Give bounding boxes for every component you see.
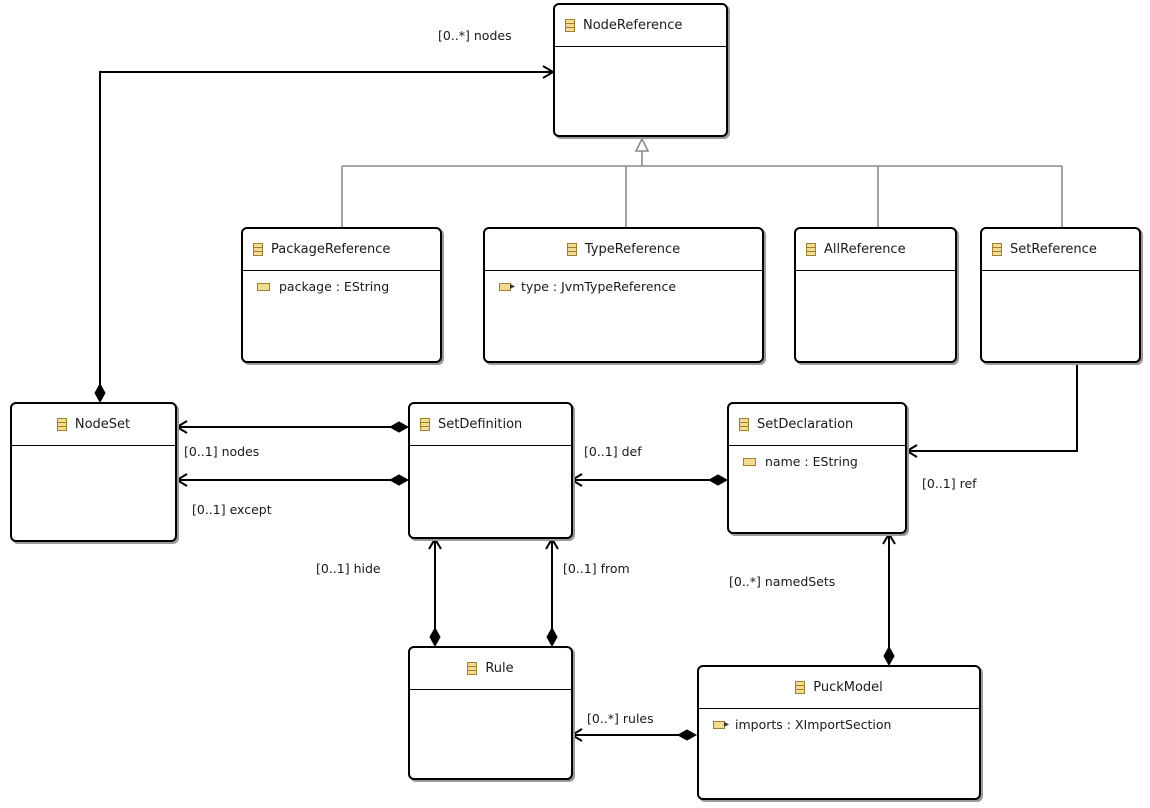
label-rules: [0..*] rules	[587, 711, 654, 726]
class-name: SetDefinition	[438, 417, 523, 432]
label-hide: [0..1] hide	[316, 561, 381, 576]
eclass-icon	[795, 681, 806, 694]
reference-label: imports : XImportSection	[735, 717, 892, 732]
class-name: SetReference	[1010, 242, 1097, 257]
class-name: PuckModel	[813, 680, 883, 695]
composition-diamond-rules	[676, 729, 698, 741]
class-type-reference[interactable]: TypeReference ▸ type : JvmTypeReference	[483, 227, 764, 363]
label-except: [0..1] except	[192, 502, 272, 517]
composition-diamond-def	[707, 474, 729, 486]
arrowhead-from	[545, 537, 559, 550]
class-set-reference[interactable]: SetReference	[980, 227, 1141, 363]
arrowhead-hide	[428, 537, 442, 550]
class-header: SetReference	[982, 229, 1139, 271]
class-name: SetDeclaration	[757, 417, 854, 432]
class-node-set[interactable]: NodeSet	[10, 402, 177, 542]
class-all-reference[interactable]: AllReference	[794, 227, 957, 363]
arrowhead-ref	[905, 444, 918, 458]
label-nodes-many: [0..*] nodes	[438, 28, 512, 43]
class-name: PackageReference	[271, 242, 391, 257]
class-package-reference[interactable]: PackageReference package : EString	[241, 227, 442, 363]
attribute-label: name : EString	[765, 454, 858, 469]
composition-diamond-hide	[429, 626, 441, 648]
class-set-declaration[interactable]: SetDeclaration name : EString	[727, 402, 907, 534]
composition-diamond-nodeset	[94, 382, 106, 404]
class-header: AllReference	[796, 229, 955, 271]
class-header: NodeReference	[555, 5, 726, 47]
class-node-reference[interactable]: NodeReference	[553, 3, 728, 137]
class-set-definition[interactable]: SetDefinition	[408, 402, 573, 539]
eclass-icon	[739, 418, 749, 431]
label-ref: [0..1] ref	[922, 476, 977, 491]
label-nodes-one: [0..1] nodes	[184, 444, 260, 459]
reference-label: type : JvmTypeReference	[521, 279, 677, 294]
class-header: PuckModel	[699, 667, 979, 709]
eattribute-icon	[743, 457, 756, 466]
class-name: AllReference	[824, 242, 906, 257]
class-header: SetDeclaration	[729, 404, 905, 446]
eclass-icon	[992, 243, 1002, 256]
eclass-icon	[566, 243, 577, 256]
eclass-icon	[56, 418, 67, 431]
reference-row[interactable]: ▸ type : JvmTypeReference	[485, 271, 762, 294]
label-from: [0..1] from	[563, 561, 630, 576]
edge-ref	[908, 364, 1078, 452]
arrowhead-named-sets	[882, 532, 896, 545]
class-name: NodeSet	[74, 417, 131, 432]
label-named-sets: [0..*] namedSets	[729, 574, 836, 589]
attribute-row[interactable]: name : EString	[729, 446, 905, 469]
eclass-icon	[806, 243, 816, 256]
attribute-row[interactable]: package : EString	[243, 271, 440, 294]
class-header: SetDefinition	[410, 404, 571, 446]
eclass-icon	[253, 243, 263, 256]
composition-diamond-from	[546, 626, 558, 648]
composition-diamond-nodes	[388, 421, 410, 433]
label-def: [0..1] def	[584, 444, 642, 459]
composition-diamond-except	[388, 474, 410, 486]
class-name: NodeReference	[583, 18, 683, 33]
arrowhead-except	[175, 473, 188, 487]
eclass-icon	[467, 662, 478, 675]
composition-diamond-named-sets	[883, 645, 895, 667]
edge-nodes-many	[99, 71, 552, 390]
class-name: Rule	[485, 661, 514, 676]
eattribute-icon	[257, 282, 270, 291]
eclass-icon	[420, 418, 430, 431]
class-header: TypeReference	[485, 229, 762, 271]
ereference-icon: ▸	[713, 719, 729, 729]
class-name: TypeReference	[584, 242, 681, 257]
arrowhead-nodes-one	[175, 420, 188, 434]
class-puck-model[interactable]: PuckModel ▸ imports : XImportSection	[697, 665, 981, 800]
class-header: PackageReference	[243, 229, 440, 271]
class-header: Rule	[410, 648, 571, 690]
ereference-icon: ▸	[499, 281, 515, 291]
class-rule[interactable]: Rule	[408, 646, 573, 780]
eclass-icon	[565, 19, 575, 32]
class-header: NodeSet	[12, 404, 175, 446]
inheritance-arrowhead	[634, 137, 650, 152]
attribute-label: package : EString	[279, 279, 390, 294]
reference-row[interactable]: ▸ imports : XImportSection	[699, 709, 979, 732]
